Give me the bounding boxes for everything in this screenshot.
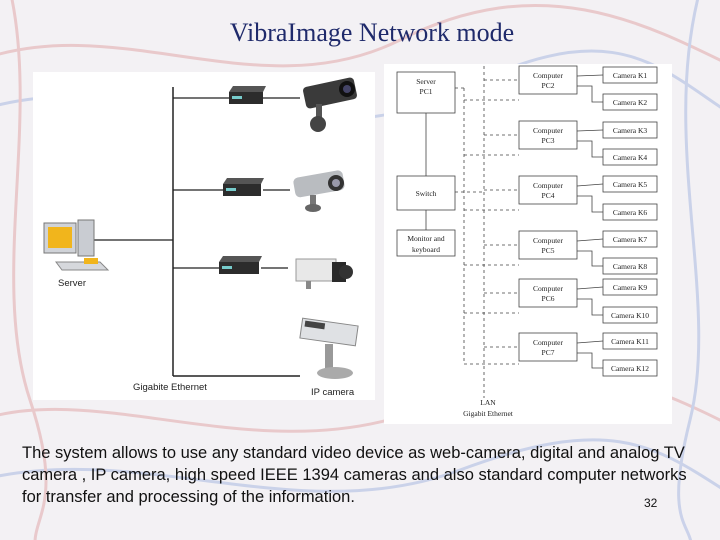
bullet-camera-icon [302,77,357,132]
computer-label: PC5 [542,246,555,255]
page-number: 32 [644,496,657,510]
slide-caption: The system allows to use any standard vi… [22,442,702,508]
dvr-device-icon [223,178,264,196]
camera-label: Camera K8 [613,262,648,271]
gigabite-ethernet-label: Gigabite Ethernet [133,382,207,393]
computer-label: PC2 [542,81,555,90]
camera-label: Camera K4 [613,153,648,162]
computer-label: PC3 [542,136,555,145]
box-camera-icon [296,259,353,289]
switch-label: Switch [416,189,437,198]
computer-label: Computer [533,284,563,293]
computer-label: PC7 [542,348,555,357]
camera-label: Camera K6 [613,208,648,217]
computer-label: Computer [533,126,563,135]
monitor-label: Monitor and [407,234,445,243]
camera-label: Camera K7 [613,235,648,244]
camera-label: Camera K9 [613,283,648,292]
dvr-device-icon [219,256,262,274]
computer-label: Computer [533,71,563,80]
server-pc-label: PC1 [420,87,433,96]
camera-label: Camera K12 [611,364,649,373]
camera-label: Camera K10 [611,311,649,320]
bullet-camera-icon [293,170,346,212]
dvr-device-icon [229,86,266,104]
computer-label: Computer [533,338,563,347]
camera-label: Camera K11 [611,337,649,346]
server-label: Server [58,278,86,289]
lan-label: Gigabit Ethernet [463,409,514,418]
computer-label: PC6 [542,294,555,303]
server-pc-label: Server [416,77,436,86]
ip-camera-label: IP camera [311,387,355,398]
computer-label: Computer [533,181,563,190]
lan-label: LAN [480,398,496,407]
monitor-label: keyboard [412,245,440,254]
camera-label: Camera K1 [613,71,648,80]
computer-label: Computer [533,236,563,245]
schematic-diagram [397,66,657,398]
camera-label: Camera K3 [613,126,648,135]
camera-label: Camera K2 [613,98,648,107]
computer-label: PC4 [542,191,555,200]
server-computer-icon [44,220,108,270]
ip-camera-icon [300,318,358,379]
camera-label: Camera K5 [613,180,648,189]
photo-diagram: Server [44,77,358,398]
